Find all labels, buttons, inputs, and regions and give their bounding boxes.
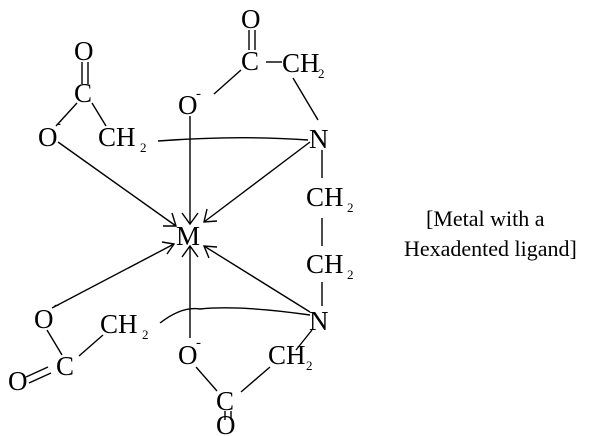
atom-labels: M O C O - CH 2 O C CH 2 O - N CH 2 CH 2 … — [8, 4, 354, 436]
bond-c-ch2-top-left — [91, 102, 107, 127]
oxygen-anion-top-center: O — [178, 90, 198, 120]
caption: [Metal with a Hexadented ligand] — [404, 206, 577, 261]
caption-line-2: Hexadented ligand] — [404, 236, 577, 261]
bond-ch2-n-bottom-center — [295, 329, 313, 351]
arrowhead-o-top-center — [181, 212, 199, 226]
oxygen-anion-bottom-center: O — [178, 340, 198, 370]
metal-atom: M — [176, 221, 200, 251]
bond-ch2-n-bottom-left — [159, 307, 311, 324]
ch2-top-center: CH — [282, 48, 320, 78]
charge-top-left: - — [56, 116, 61, 132]
arrow-o-top-left-to-metal — [57, 141, 177, 227]
carbon-top-center: C — [241, 46, 259, 76]
oxygen-anion-bottom-left: O — [34, 304, 54, 334]
arrowhead-n-upper — [203, 208, 218, 223]
ch2-sub-backbone-lower: 2 — [347, 267, 354, 282]
oxygen-anion-top-left: O — [38, 122, 58, 152]
coordination-arrows — [51, 116, 311, 338]
bond-ch2-n-top-left — [157, 137, 309, 142]
charge-top-center: - — [196, 86, 201, 102]
oxygen-carbonyl-top-left: O — [74, 36, 94, 66]
arrowhead-n-lower — [202, 245, 218, 259]
bond-c-o-top-left — [55, 102, 78, 127]
ch2-sub-backbone-upper: 2 — [347, 200, 354, 215]
bond-o-c-bottom-center — [195, 366, 218, 392]
charge-bottom-left: - — [54, 297, 59, 313]
ch2-backbone-upper: CH — [306, 182, 344, 212]
carbon-top-left: C — [74, 78, 92, 108]
arrowhead-o-bottom-center — [181, 244, 199, 258]
arrowhead-o-top-left — [163, 212, 177, 227]
arrow-n-lower-to-metal — [203, 245, 311, 313]
oxygen-carbonyl-bottom-left: O — [8, 366, 28, 396]
carbon-bottom-left: C — [56, 351, 74, 381]
carbon-bottom-center: C — [216, 386, 234, 416]
ch2-sub-top-center: 2 — [318, 66, 325, 81]
ch2-sub-top-left: 2 — [140, 140, 147, 155]
arrow-o-bottom-left-to-metal — [51, 243, 175, 309]
bond-c-o-top-center — [213, 69, 242, 95]
ch2-sub-bottom-center: 2 — [306, 358, 313, 373]
bond-c-ch2-bottom-left — [78, 334, 104, 357]
charge-bottom-center: - — [196, 335, 201, 351]
bond-c-ch2-bottom-center — [240, 366, 271, 393]
caption-line-1: [Metal with a — [426, 206, 545, 231]
arrowhead-o-bottom-left — [161, 241, 176, 255]
bonds — [25, 30, 323, 420]
ch2-backbone-lower: CH — [306, 249, 344, 279]
arrow-n-upper-to-metal — [203, 141, 311, 223]
bond-carbonyl-bottom-left-b — [28, 372, 52, 384]
oxygen-carbonyl-bottom-center: O — [216, 410, 236, 436]
bond-ch2-n-top-center — [292, 77, 319, 121]
oxygen-carbonyl-top-center: O — [241, 4, 261, 34]
bond-o-c-bottom-left — [46, 329, 63, 356]
nitrogen-upper: N — [309, 124, 329, 154]
ch2-sub-bottom-left: 2 — [142, 327, 149, 342]
bond-carbonyl-bottom-left-a — [25, 366, 49, 378]
nitrogen-lower: N — [309, 306, 329, 336]
ch2-bottom-center: CH — [268, 340, 306, 370]
ch2-bottom-left: CH — [100, 309, 138, 339]
ch2-top-left: CH — [98, 122, 136, 152]
